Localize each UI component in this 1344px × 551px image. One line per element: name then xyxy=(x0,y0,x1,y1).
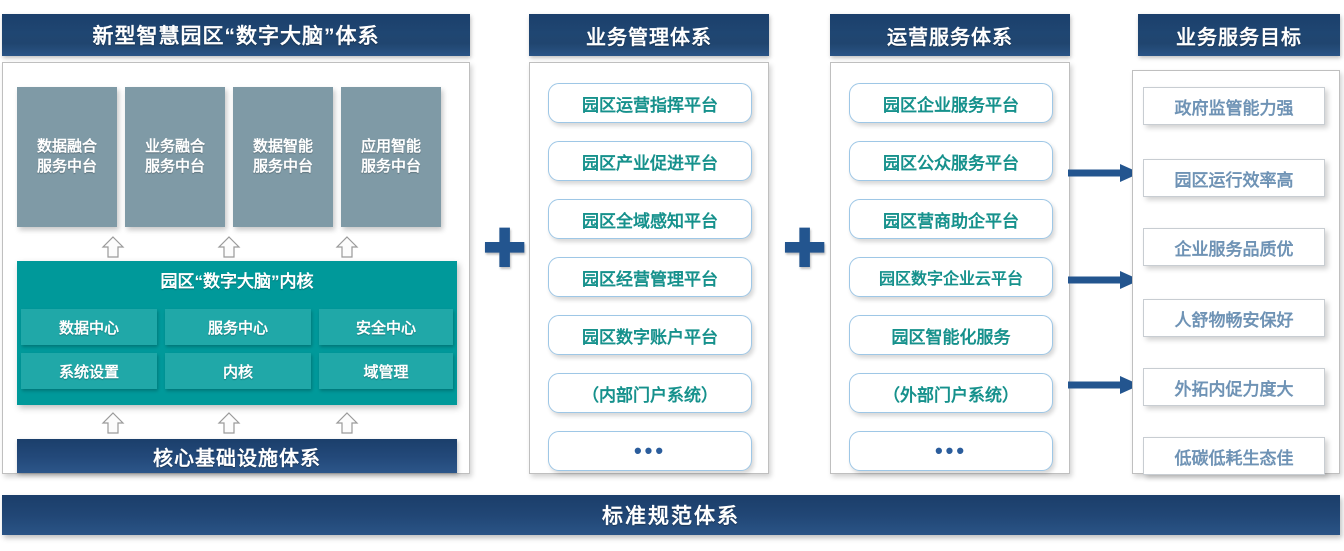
kernel-cell-service-center-label: 服务中心 xyxy=(207,319,268,337)
operation-service-item-6-label: （外部门户系统） xyxy=(883,385,1019,405)
digital-brain-kernel: 园区“数字大脑”内核 数据中心 服务中心 安全中心 系统设置 内核 域管理 xyxy=(17,261,457,405)
column-4-title: 业务服务目标 xyxy=(1176,26,1302,49)
business-platform-item-4[interactable]: 园区经营管理平台 xyxy=(548,257,752,297)
business-platform-item-6-label: （内部门户系统） xyxy=(582,385,718,405)
kernel-cell-core[interactable]: 内核 xyxy=(165,353,311,389)
service-goal-item-3-label: 企业服务品质优 xyxy=(1174,239,1294,259)
business-platform-item-5[interactable]: 园区数字账户平台 xyxy=(548,315,752,355)
mid-platform-card-1-line1: 数据融合 xyxy=(36,137,97,155)
plus-sign-2: ✚ xyxy=(782,217,828,280)
operation-service-item-4-label: 园区数字企业云平台 xyxy=(878,271,1023,288)
mid-platform-card-1[interactable]: 数据融合 服务中台 xyxy=(17,87,117,227)
kernel-title: 园区“数字大脑”内核 xyxy=(160,272,314,291)
business-platform-item-2-label: 园区产业促进平台 xyxy=(582,153,718,173)
column-1-title: 新型智慧园区“数字大脑”体系 xyxy=(92,25,380,48)
column-2-panel: 园区运营指挥平台 园区产业促进平台 园区全域感知平台 园区经营管理平台 园区数字… xyxy=(529,62,769,474)
kernel-cell-security-center[interactable]: 安全中心 xyxy=(319,309,453,345)
column-3-title: 运营服务体系 xyxy=(887,26,1013,49)
up-arrow-icon-upper-1 xyxy=(101,236,125,258)
kernel-cell-domain-management-label: 域管理 xyxy=(363,363,409,381)
mid-platform-card-4[interactable]: 应用智能 服务中台 xyxy=(341,87,441,227)
business-platform-item-4-label: 园区经营管理平台 xyxy=(582,269,718,289)
column-3-panel: 园区企业服务平台 园区公众服务平台 园区营商助企平台 园区数字企业云平台 园区智… xyxy=(830,62,1070,474)
mid-platform-card-2-line2: 服务中台 xyxy=(144,158,205,175)
up-arrow-icon-lower-2 xyxy=(217,412,241,434)
service-goal-item-1[interactable]: 政府监管能力强 xyxy=(1143,87,1325,125)
business-platform-item-2[interactable]: 园区产业促进平台 xyxy=(548,141,752,181)
kernel-cell-system-settings-label: 系统设置 xyxy=(58,363,119,381)
business-platform-item-5-label: 园区数字账户平台 xyxy=(582,327,718,347)
operation-service-item-3[interactable]: 园区营商助企平台 xyxy=(849,199,1053,239)
column-1-panel: 数据融合 服务中台 业务融合 服务中台 数据智能 服务中台 应用智能 服务中台 … xyxy=(2,62,470,474)
kernel-cell-domain-management[interactable]: 域管理 xyxy=(319,353,453,389)
operation-service-item-5-label: 园区智能化服务 xyxy=(891,327,1011,347)
kernel-cell-core-label: 内核 xyxy=(222,363,253,381)
column-4-panel: 政府监管能力强 园区运行效率高 企业服务品质优 人舒物畅安保好 外拓内促力度大 … xyxy=(1132,70,1340,475)
operation-service-item-6[interactable]: （外部门户系统） xyxy=(849,373,1053,413)
mid-platform-card-2-line1: 业务融合 xyxy=(144,137,205,155)
operation-service-item-more-label: ••• xyxy=(934,438,968,463)
flow-arrow-icon-1 xyxy=(1068,164,1140,182)
operation-service-item-3-label: 园区营商助企平台 xyxy=(883,211,1019,231)
mid-platform-card-2[interactable]: 业务融合 服务中台 xyxy=(125,87,225,227)
up-arrow-icon-upper-2 xyxy=(217,236,241,258)
service-goal-item-6-label: 低碳低耗生态佳 xyxy=(1174,448,1294,468)
operation-service-item-5[interactable]: 园区智能化服务 xyxy=(849,315,1053,355)
business-platform-item-1-label: 园区运营指挥平台 xyxy=(582,95,718,115)
kernel-cell-system-settings[interactable]: 系统设置 xyxy=(21,353,157,389)
mid-platform-card-4-line2: 服务中台 xyxy=(360,158,421,175)
mid-platform-card-3-line2: 服务中台 xyxy=(252,158,313,175)
standard-specification-label: 标准规范体系 xyxy=(602,505,740,528)
kernel-cell-security-center-label: 安全中心 xyxy=(355,319,416,337)
core-infrastructure-label: 核心基础设施体系 xyxy=(153,447,321,470)
operation-service-item-more[interactable]: ••• xyxy=(849,431,1053,471)
business-platform-item-3-label: 园区全域感知平台 xyxy=(582,211,718,231)
operation-service-item-1-label: 园区企业服务平台 xyxy=(883,95,1019,115)
service-goal-item-2[interactable]: 园区运行效率高 xyxy=(1143,159,1325,197)
operation-service-item-2[interactable]: 园区公众服务平台 xyxy=(849,141,1053,181)
service-goal-item-3[interactable]: 企业服务品质优 xyxy=(1143,228,1325,266)
up-arrow-icon-lower-1 xyxy=(101,412,125,434)
core-infrastructure-bar[interactable]: 核心基础设施体系 xyxy=(17,439,457,473)
business-platform-item-6[interactable]: （内部门户系统） xyxy=(548,373,752,413)
business-platform-item-more-label: ••• xyxy=(633,438,667,463)
kernel-cell-service-center[interactable]: 服务中心 xyxy=(165,309,311,345)
service-goal-item-2-label: 园区运行效率高 xyxy=(1174,170,1294,190)
column-3-header: 运营服务体系 xyxy=(830,14,1070,56)
plus-sign-1: ✚ xyxy=(482,217,528,280)
mid-platform-card-3[interactable]: 数据智能 服务中台 xyxy=(233,87,333,227)
operation-service-item-1[interactable]: 园区企业服务平台 xyxy=(849,83,1053,123)
standard-specification-bar[interactable]: 标准规范体系 xyxy=(2,495,1340,535)
business-platform-item-more[interactable]: ••• xyxy=(548,431,752,471)
service-goal-item-4-label: 人舒物畅安保好 xyxy=(1174,310,1294,330)
column-1-header: 新型智慧园区“数字大脑”体系 xyxy=(2,14,470,56)
up-arrow-icon-upper-3 xyxy=(335,236,359,258)
operation-service-item-2-label: 园区公众服务平台 xyxy=(883,153,1019,173)
column-2-header: 业务管理体系 xyxy=(529,14,769,56)
column-4-header: 业务服务目标 xyxy=(1138,14,1340,56)
kernel-cell-data-center[interactable]: 数据中心 xyxy=(21,309,157,345)
kernel-cell-data-center-label: 数据中心 xyxy=(58,319,119,337)
mid-platform-card-4-line1: 应用智能 xyxy=(360,137,421,155)
business-platform-item-3[interactable]: 园区全域感知平台 xyxy=(548,199,752,239)
service-goal-item-5-label: 外拓内促力度大 xyxy=(1174,379,1294,399)
service-goal-item-6[interactable]: 低碳低耗生态佳 xyxy=(1143,437,1325,475)
flow-arrow-icon-2 xyxy=(1068,271,1140,289)
business-platform-item-1[interactable]: 园区运营指挥平台 xyxy=(548,83,752,123)
column-2-title: 业务管理体系 xyxy=(586,26,712,49)
mid-platform-card-1-line2: 服务中台 xyxy=(36,158,97,175)
up-arrow-icon-lower-3 xyxy=(335,412,359,434)
operation-service-item-4[interactable]: 园区数字企业云平台 xyxy=(849,257,1053,297)
mid-platform-card-3-line1: 数据智能 xyxy=(252,137,313,155)
service-goal-item-4[interactable]: 人舒物畅安保好 xyxy=(1143,299,1325,337)
service-goal-item-1-label: 政府监管能力强 xyxy=(1174,98,1294,118)
flow-arrow-icon-3 xyxy=(1068,376,1140,394)
service-goal-item-5[interactable]: 外拓内促力度大 xyxy=(1143,368,1325,406)
